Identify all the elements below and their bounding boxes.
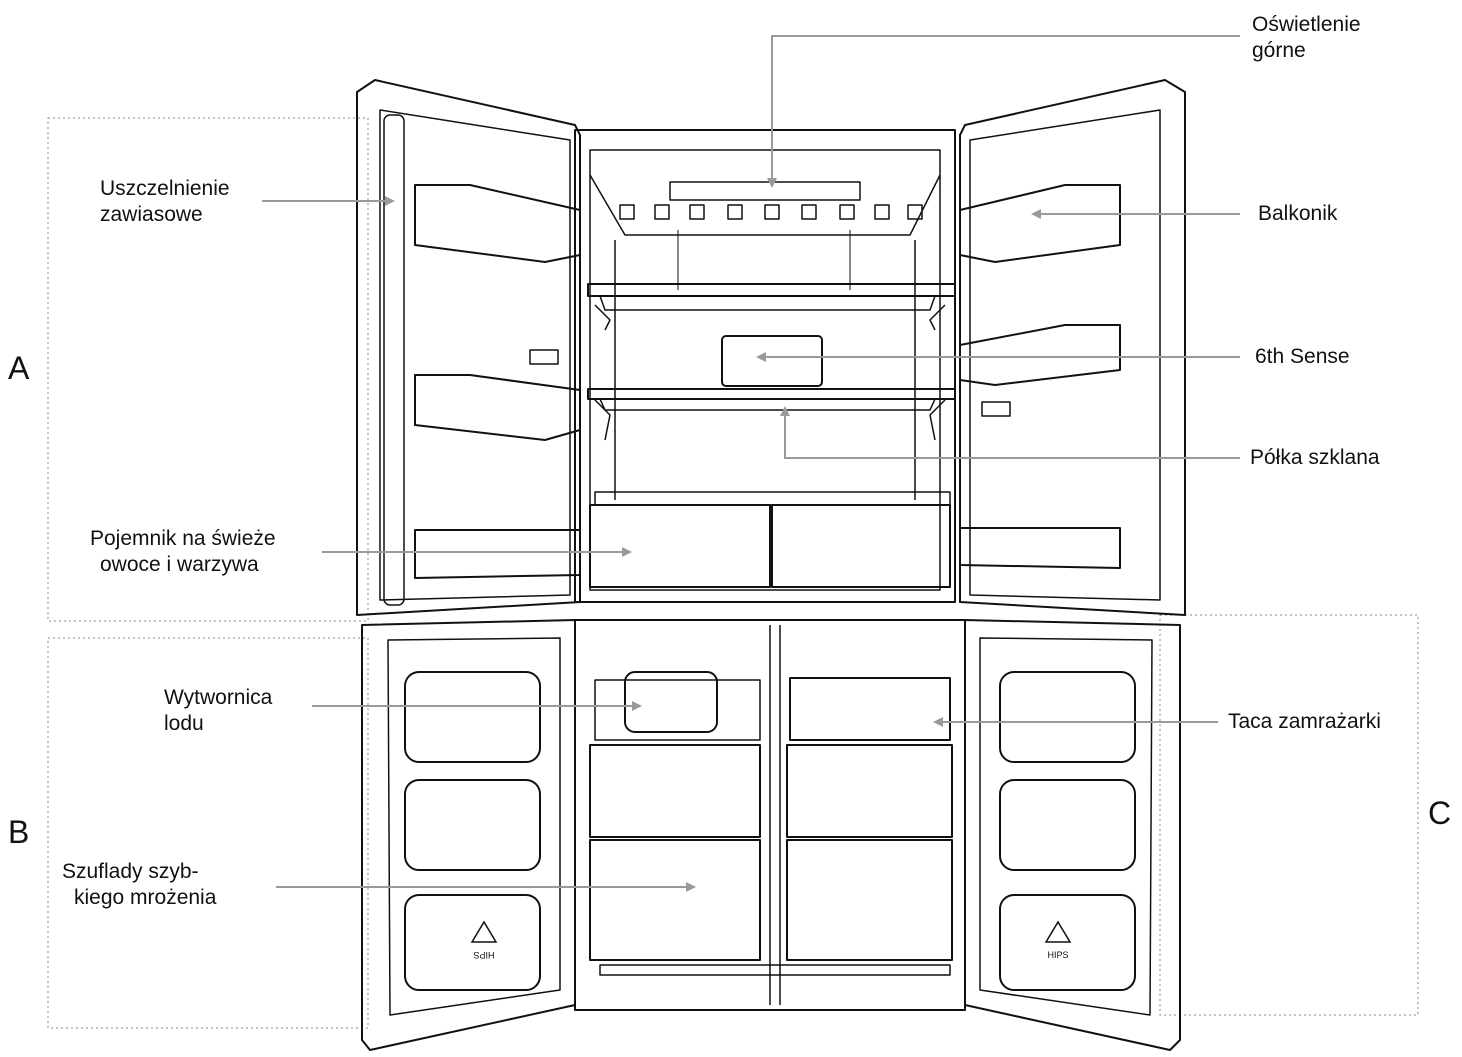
label-hinge-seal: Uszczelnienie zawiasowe [100, 176, 230, 228]
cabinet-top [574, 129, 956, 603]
fridge-outline [356, 79, 1186, 1051]
label-hinge-seal-line2: zawiasowe [100, 203, 203, 226]
zone-a-label: A [8, 350, 30, 386]
label-fast-freeze-line1: Szuflady szyb- [62, 860, 199, 883]
freezer-tray [789, 677, 951, 741]
leader-top-light [767, 35, 1240, 188]
label-fast-freeze-line2: kiego mrożenia [74, 886, 217, 909]
zone-a-box [47, 117, 369, 622]
label-fast-freeze: Szuflady szyb- kiego mrożenia [62, 859, 216, 911]
zone-c-label: C [1428, 795, 1452, 831]
label-top-light-line1: Oświetlenie [1252, 13, 1361, 36]
label-top-light: Oświetlenie górne [1252, 12, 1361, 64]
label-crisper-line1: Pojemnik na świeże [90, 527, 276, 550]
label-crisper: Pojemnik na świeże owoce i warzywa [90, 526, 276, 578]
marking-left-door: HIPS [473, 950, 494, 960]
left-top-door [356, 79, 581, 616]
crisper-right [771, 504, 951, 588]
leader-glass-shelf [780, 406, 1240, 459]
recycle-icon-left [470, 920, 498, 943]
label-glass-shelf: Półka szklana [1250, 446, 1380, 469]
zone-c-box [1159, 614, 1419, 1016]
zone-b-label: B [8, 814, 30, 850]
left-freezer-door [361, 619, 576, 1051]
top-light [669, 181, 861, 201]
crisper-left [589, 504, 771, 588]
zone-boxes [47, 117, 1419, 1029]
label-hinge-seal-line1: Uszczelnienie [100, 177, 230, 200]
label-crisper-line2: owoce i warzywa [100, 553, 259, 576]
recycle-icon-right [1044, 920, 1072, 943]
glass-shelf-top [587, 283, 956, 297]
right-top-door [959, 79, 1186, 616]
right-freezer-door [964, 619, 1181, 1051]
label-freezer-tray: Taca zamrażarki [1228, 710, 1381, 733]
marking-right-door: HIPS [1047, 950, 1068, 960]
label-sixth-sense: 6th Sense [1255, 345, 1350, 368]
zone-b-box [47, 637, 369, 1029]
sixth-sense-panel [721, 335, 823, 387]
label-top-light-line2: górne [1252, 39, 1306, 62]
label-ice-maker-line1: Wytwornica [164, 686, 273, 709]
leader-lines [262, 35, 1240, 892]
label-ice-maker-line2: lodu [164, 712, 204, 735]
glass-shelf-middle [587, 388, 956, 400]
label-ice-maker: Wytwornica lodu [164, 685, 272, 737]
ice-maker [624, 671, 718, 733]
fast-freeze-drawer-left [589, 839, 761, 961]
fast-freeze-drawer-right [786, 839, 953, 961]
label-balcony: Balkonik [1258, 202, 1338, 225]
hinge-seal [383, 114, 405, 606]
